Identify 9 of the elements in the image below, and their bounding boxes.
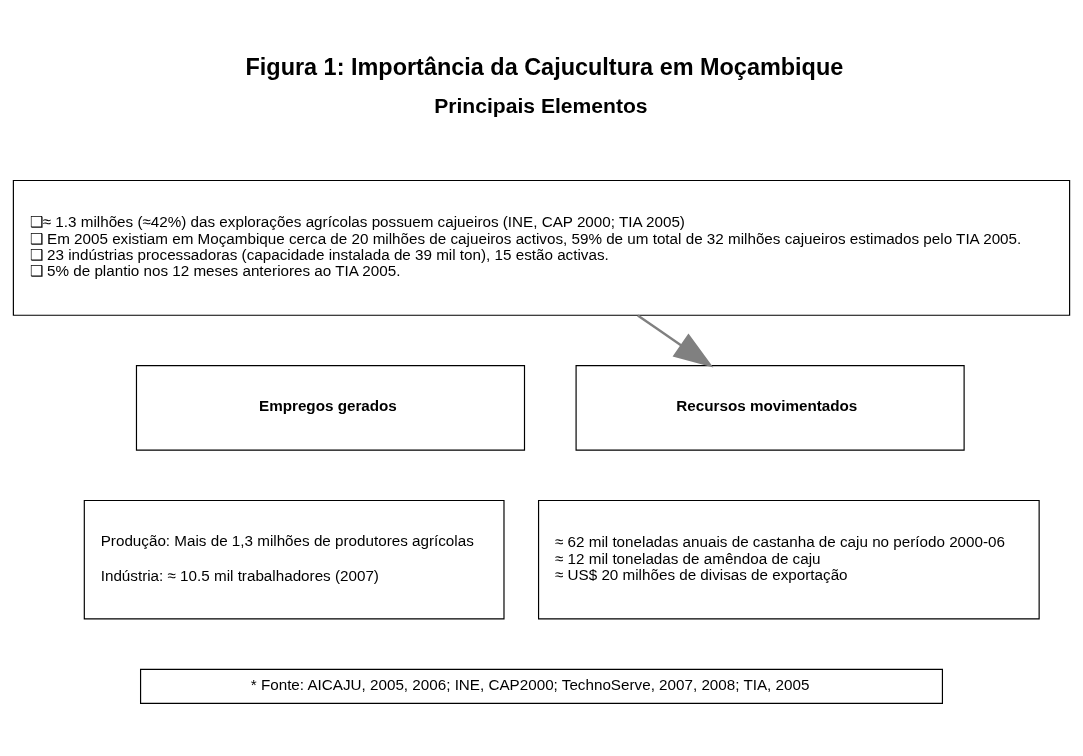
node-box: Recursos movimentados: [575, 365, 965, 451]
label: Principais Elementos: [434, 93, 648, 117]
node-box: ≈ 62 mil toneladas anuais de castanha de caju no período 2000-06 ≈ 12 mil toneladas de amêndoa de caju ≈ US$ 20 milhões de divisas de exportação: [538, 499, 1040, 620]
node-box: Produção: Mais de 1,3 milhões de produtores agrícolas Indústria: ≈ 10.5 mil trabalhadores (2007): [83, 499, 505, 620]
diagram-title: Figura 1: Importância da Cajucultura em Moçambique: [245, 53, 844, 80]
node-box: Empregos gerados: [135, 365, 526, 451]
arrow: [637, 314, 714, 368]
node-box: * Fonte: AICAJU, 2005, 2006; INE, CAP2000; TechnoServe, 2007, 2008; TIA, 2005: [140, 668, 943, 704]
node-box: ❑≈ 1.3 milhões (≈42%) das explorações agrícolas possuem cajueiros (INE, CAP 2000; TIA 2005) ❑ Em 2005 existiam em Moçambique cerca de 20 milhões de cajueiros activos, 59% de um total de 32 milhões cajueiros estimados pelo TIA 2005. ❑ 23 indústrias processadoras (capacidade instalada de 39 mil ton), 15 estão activas. ❑ 5% de plantio nos 12 meses anteriores ao TIA 2005.: [12, 179, 1071, 316]
